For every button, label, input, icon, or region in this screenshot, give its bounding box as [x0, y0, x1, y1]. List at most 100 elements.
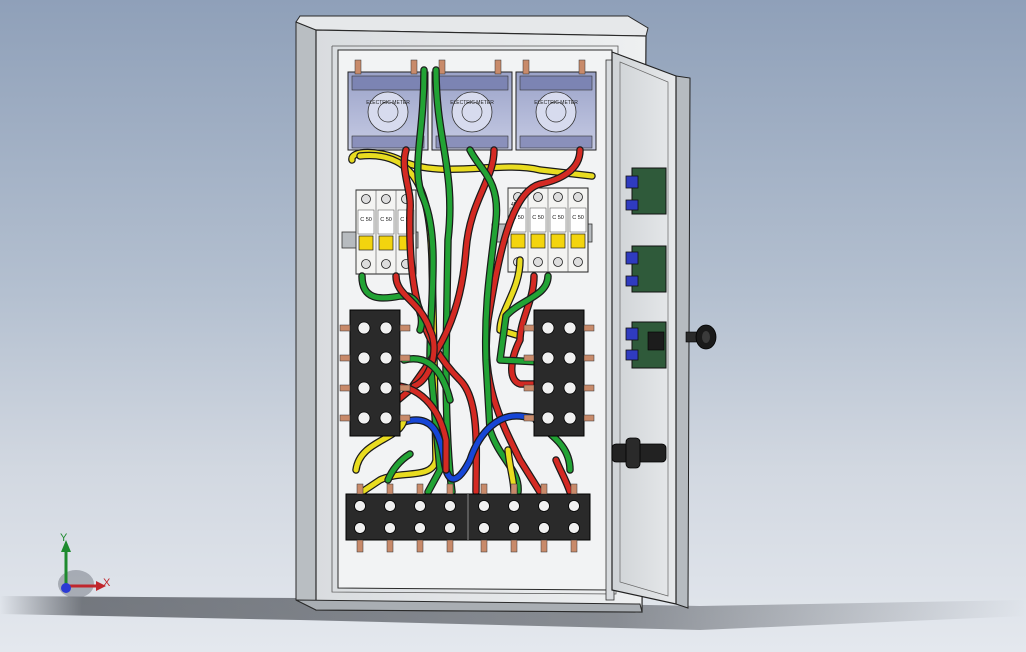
meter-label: ELECTRIC METER: [366, 100, 410, 106]
meter-label: ELECTRIC METER: [450, 100, 494, 106]
terminal-bottom-screw: [414, 522, 426, 534]
meter-top-band: [519, 75, 593, 91]
terminal-bottom-screw: [444, 500, 456, 512]
terminal-bottom-screw: [384, 522, 396, 534]
terminal-right-screw: [541, 381, 555, 395]
triad-y-arrow: [61, 540, 71, 552]
breaker-toggle: [510, 233, 526, 249]
terminal-left-pin: [399, 384, 411, 392]
terminal-right-screw: [541, 351, 555, 365]
breaker-rating-label: C 50: [552, 215, 564, 221]
meter-terminal-pin: [354, 59, 362, 75]
axis-triad: [58, 540, 106, 598]
wire-earth: [467, 147, 521, 495]
terminal-bottom-screw: [568, 522, 580, 534]
meter-terminal-cover: [519, 135, 593, 149]
breaker-rating-label: C 50: [380, 217, 392, 223]
door-lock-handle[interactable]: [611, 437, 667, 469]
breaker-label-plate: [377, 209, 395, 235]
cabinet-door[interactable]: [611, 51, 717, 609]
terminal-left-pin: [339, 414, 351, 422]
terminal-right-pin: [523, 414, 535, 422]
terminal-left-pin: [399, 414, 411, 422]
terminal-left-pin: [339, 384, 351, 392]
meter-dial: [451, 91, 493, 133]
breaker-label-plate: [569, 207, 587, 233]
meter-dial-ring: [377, 101, 399, 123]
terminal-left-screw: [379, 321, 393, 335]
terminal-left-pin: [339, 354, 351, 362]
terminal-bottom-pin: [480, 483, 488, 495]
breaker-toggle: [530, 233, 546, 249]
breaker-label-plate: [529, 207, 547, 233]
door-switch-1[interactable]: [625, 167, 667, 215]
triad-x-arrow: [96, 581, 106, 591]
breaker-toggle: [358, 235, 374, 251]
meter-row: ELECTRIC METER ELECTRIC METER ELECTRIC MET…: [347, 59, 597, 151]
breaker-label-plate: [549, 207, 567, 233]
terminal-bottom-pin: [510, 483, 518, 495]
breaker-top-screw: [381, 194, 391, 204]
wire-earth: [497, 273, 551, 365]
meter-terminal-cover: [351, 135, 425, 149]
terminal-right-screw: [541, 411, 555, 425]
terminal-left-screw: [379, 351, 393, 365]
terminal-bottom-pin: [570, 483, 578, 495]
floor-shadow: [0, 596, 1026, 630]
breaker-top-screw: [361, 194, 371, 204]
door-switch-2[interactable]: [625, 245, 667, 293]
wire-bridge: [401, 413, 539, 482]
terminal-bottom-pin: [446, 483, 454, 495]
terminal-bottom-screw: [478, 500, 490, 512]
terminal-bottom-pin: [386, 539, 394, 553]
wire-earth: [385, 451, 413, 483]
breaker-top-screw: [573, 192, 583, 202]
meter-dial-ring: [461, 101, 483, 123]
triad-x-label: X: [103, 577, 111, 589]
terminal-bottom-pin: [540, 483, 548, 495]
terminal-bottom-pin: [416, 539, 424, 553]
wire-live: [393, 273, 437, 389]
breaker-rating-label: C 50: [400, 217, 412, 223]
breaker-toggle: [570, 233, 586, 249]
breaker-label-plate: [357, 209, 375, 235]
terminal-bottom-screw: [568, 500, 580, 512]
terminal-left-body: [349, 309, 401, 437]
terminal-bottom-screw: [508, 500, 520, 512]
inner-frame-line: [331, 45, 619, 595]
terminal-bottom-pin: [510, 539, 518, 553]
breaker-bottom-screw: [533, 257, 543, 267]
cabinet-bottom-edge: [295, 599, 643, 613]
meter-terminal-pin: [494, 59, 502, 75]
breaker-rating-label: C 50: [512, 215, 524, 221]
door-switch-3[interactable]: [625, 321, 667, 369]
terminal-bottom-pin: [416, 483, 424, 495]
terminal-bottom-screw: [538, 500, 550, 512]
breaker-toggle: [378, 235, 394, 251]
terminal-right-pin: [583, 354, 595, 362]
terminal-right-screw: [563, 321, 577, 335]
terminal-bottom-pin: [540, 539, 548, 553]
terminal-bottom-screw: [478, 522, 490, 534]
door-key[interactable]: [685, 324, 717, 350]
terminal-left-screw: [357, 411, 371, 425]
meter-label: ELECTRIC METER: [534, 100, 578, 106]
terminal-bottom-pin: [356, 483, 364, 495]
meter-dial: [367, 91, 409, 133]
terminal-block-right: [523, 309, 595, 437]
breaker-bottom-screw: [381, 259, 391, 269]
terminal-left-screw: [357, 321, 371, 335]
electric-meter-1: ELECTRIC METER: [347, 59, 429, 151]
terminal-bottom-pin: [480, 539, 488, 553]
terminal-left-screw: [357, 351, 371, 365]
breaker-rating-label: C 50: [572, 215, 584, 221]
breaker-toggle: [550, 233, 566, 249]
terminal-bottom-screw: [354, 500, 366, 512]
wire-live: [483, 147, 583, 495]
terminal-right-pin: [583, 324, 595, 332]
meter-top-band: [351, 75, 425, 91]
terminal-right-screw: [541, 321, 555, 335]
terminal-bottom-pin: [446, 539, 454, 553]
